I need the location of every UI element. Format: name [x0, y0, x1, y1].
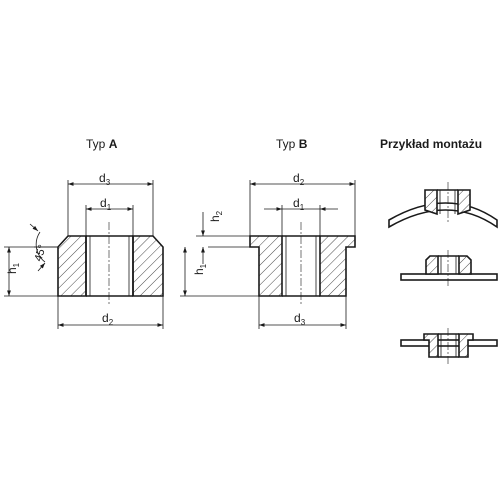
heading-type-a: Typ A [86, 137, 118, 151]
type-b-right-section [319, 235, 356, 297]
flat-nut-left [425, 255, 439, 275]
flanged-sheet [400, 339, 498, 347]
type-a-drawing: d3 d1 d2 h1 45° [4, 171, 164, 329]
curved-nut-left [424, 189, 438, 216]
type-a-right-section [132, 235, 164, 297]
type-a-angle-arc [35, 231, 46, 263]
label-d3-type-a: d3 [99, 171, 111, 187]
curved-sheet [388, 202, 498, 229]
label-h1-type-b: h1 [192, 263, 208, 275]
label-h1-type-a: h1 [5, 262, 21, 274]
mounting-example-flanged [400, 328, 498, 364]
label-h2-type-b: h2 [208, 210, 224, 222]
type-a-angle-arrow-bottom [37, 262, 46, 272]
heading-type-b: Typ B [276, 137, 308, 151]
label-d3-type-b: d3 [294, 311, 306, 327]
type-a-left-section [57, 235, 87, 297]
label-angle-45: 45° [32, 243, 49, 263]
label-d2-type-a: d2 [102, 311, 114, 327]
flat-sheet [400, 273, 498, 281]
label-d2-type-b: d2 [293, 171, 305, 187]
type-a-angle-arrow-top [29, 223, 39, 232]
mounting-example-flat [400, 250, 498, 286]
type-b-drawing: d2 d1 d3 h2 h1 [180, 171, 356, 329]
label-d1-type-b: d1 [293, 196, 305, 212]
curved-nut-right [457, 189, 471, 216]
mounting-example-curved [388, 182, 498, 229]
flat-nut-right [458, 255, 472, 275]
label-d1-type-a: d1 [100, 196, 112, 212]
type-b-left-section [249, 235, 283, 297]
heading-mounting-example: Przykład montażu [380, 137, 482, 151]
